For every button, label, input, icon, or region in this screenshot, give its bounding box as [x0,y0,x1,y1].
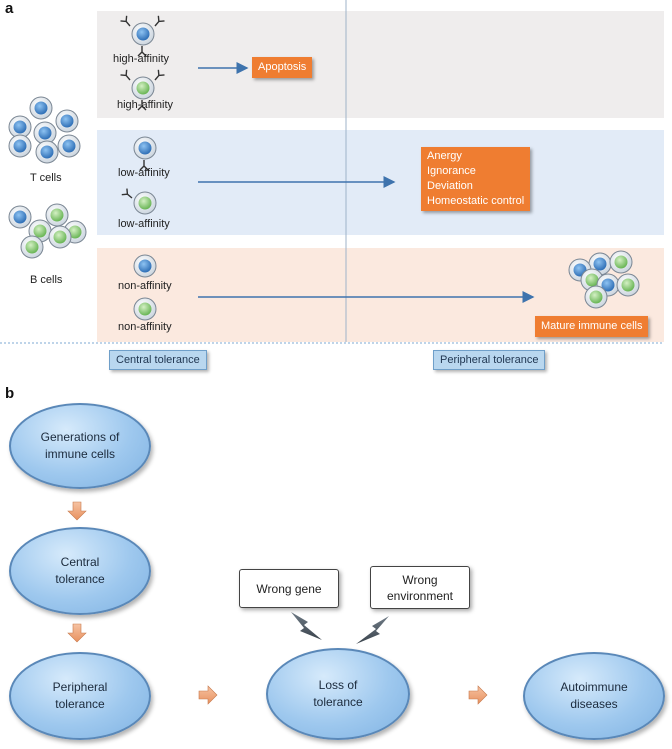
peripheral-outcomes-box: Anergy Ignorance Deviation Homeostatic c… [421,147,531,211]
t-cells-label: T cells [30,172,62,184]
wrong-environment-box: Wrong environment [370,566,470,609]
outcome-anergy: Anergy [427,150,462,162]
panel-a-label: a [5,0,14,17]
outcome-ignorance: Ignorance [427,165,476,177]
peripheral-tolerance-stage: Peripheral tolerance [433,350,546,370]
high-affinity-band [97,11,664,118]
node-peripheral-tolerance: Peripheral tolerance [9,652,151,740]
right-arrow-2 [468,685,488,705]
row2-label-2: low-affinity [118,218,170,230]
panel-b-label: b [5,385,15,402]
row1-label-1: high-affinity [113,53,170,65]
lightning-environment-icon [356,616,389,644]
lightning-gene-icon [291,612,322,640]
row3-label-1: non-affinity [118,280,172,292]
row3-label-2: non-affinity [118,321,172,333]
down-arrow-1 [67,501,87,521]
down-arrow-2 [67,623,87,643]
row1-label-2: high-affinity [117,99,174,111]
node-central-tolerance: Central tolerance [9,527,151,615]
right-arrow-1 [198,685,218,705]
node-generations: Generations of immune cells [9,403,151,489]
central-tolerance-stage: Central tolerance [109,350,207,370]
mature-immune-cells-box: Mature immune cells [535,316,649,337]
outcome-homeostatic-control: Homeostatic control [427,195,525,207]
node-loss-of-tolerance: Loss of tolerance [266,648,410,740]
apoptosis-box: Apoptosis [252,57,313,78]
wrong-gene-box: Wrong gene [239,569,339,608]
node-autoimmune-diseases: Autoimmune diseases [523,652,665,740]
b-cells-label: B cells [30,274,63,286]
outcome-deviation: Deviation [427,180,473,192]
row2-label-1: low-affinity [118,167,170,179]
